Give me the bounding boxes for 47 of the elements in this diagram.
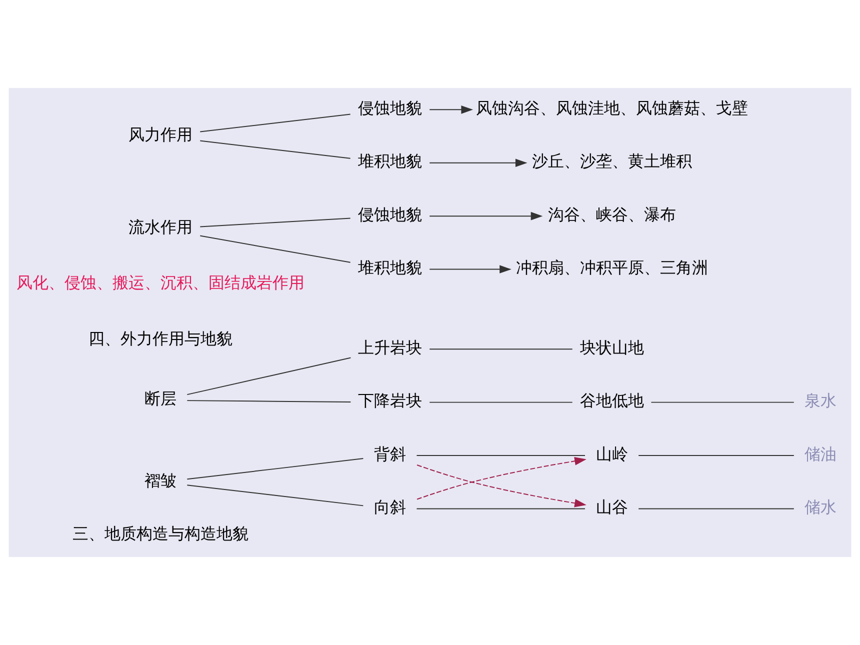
arrow: [429, 265, 512, 274]
node-text: 泉水: [804, 391, 837, 410]
node-text: 山岭: [596, 444, 628, 464]
arrow: [429, 106, 474, 114]
node-text: 风蚀沟谷、风蚀洼地、风蚀蘑菇、戈壁: [476, 98, 748, 118]
connector: [429, 402, 573, 403]
node-text: 谷地低地: [580, 391, 644, 410]
node-text: 堆积地貌: [358, 152, 422, 171]
node-text: 向斜: [374, 497, 406, 516]
connector: [200, 218, 351, 228]
node-text: 冲积扇、冲积平原、三角洲: [516, 258, 708, 278]
connector: [186, 458, 364, 480]
label: 四、外力作用与地貌: [88, 328, 233, 348]
node-text: 下降岩块: [358, 391, 422, 410]
connector: [429, 348, 573, 350]
arrow: [429, 212, 543, 220]
label: 三、地质构造与构造地貌: [72, 524, 249, 544]
connector: [186, 357, 352, 396]
node-text: 块状山地: [580, 338, 644, 357]
connector: [650, 402, 794, 403]
node-text: 沟谷、峡谷、瀑布: [548, 204, 676, 224]
connector: [416, 455, 586, 456]
arrow: [416, 464, 586, 508]
connector: [200, 235, 351, 263]
connector: [200, 140, 351, 159]
node-text: 山谷: [596, 497, 628, 516]
connector: [638, 508, 794, 510]
connector: [186, 400, 352, 402]
connector: [638, 455, 794, 456]
arrow: [429, 158, 528, 168]
connector: [416, 508, 586, 510]
node-text: 储油: [804, 444, 837, 464]
node-text: 流水作用: [128, 218, 193, 237]
node-text: 上升岩块: [358, 338, 422, 357]
node-text: 侵蚀地貌: [358, 204, 422, 224]
node-text: 储水: [804, 497, 837, 516]
node-text: 沙丘、沙垄、黄土堆积: [532, 152, 692, 171]
label: 风化、侵蚀、搬运、沉积、固结成岩作用: [16, 272, 305, 292]
node-text: 堆积地貌: [358, 258, 422, 278]
node-text: 风力作用: [128, 125, 193, 144]
node-text: 褶皱: [144, 470, 177, 490]
connector: [186, 484, 364, 506]
node-text: 侵蚀地貌: [358, 98, 422, 118]
arrow: [416, 457, 586, 500]
node-text: 断层: [144, 389, 177, 408]
node-text: 背斜: [374, 444, 406, 464]
connector: [200, 114, 351, 132]
